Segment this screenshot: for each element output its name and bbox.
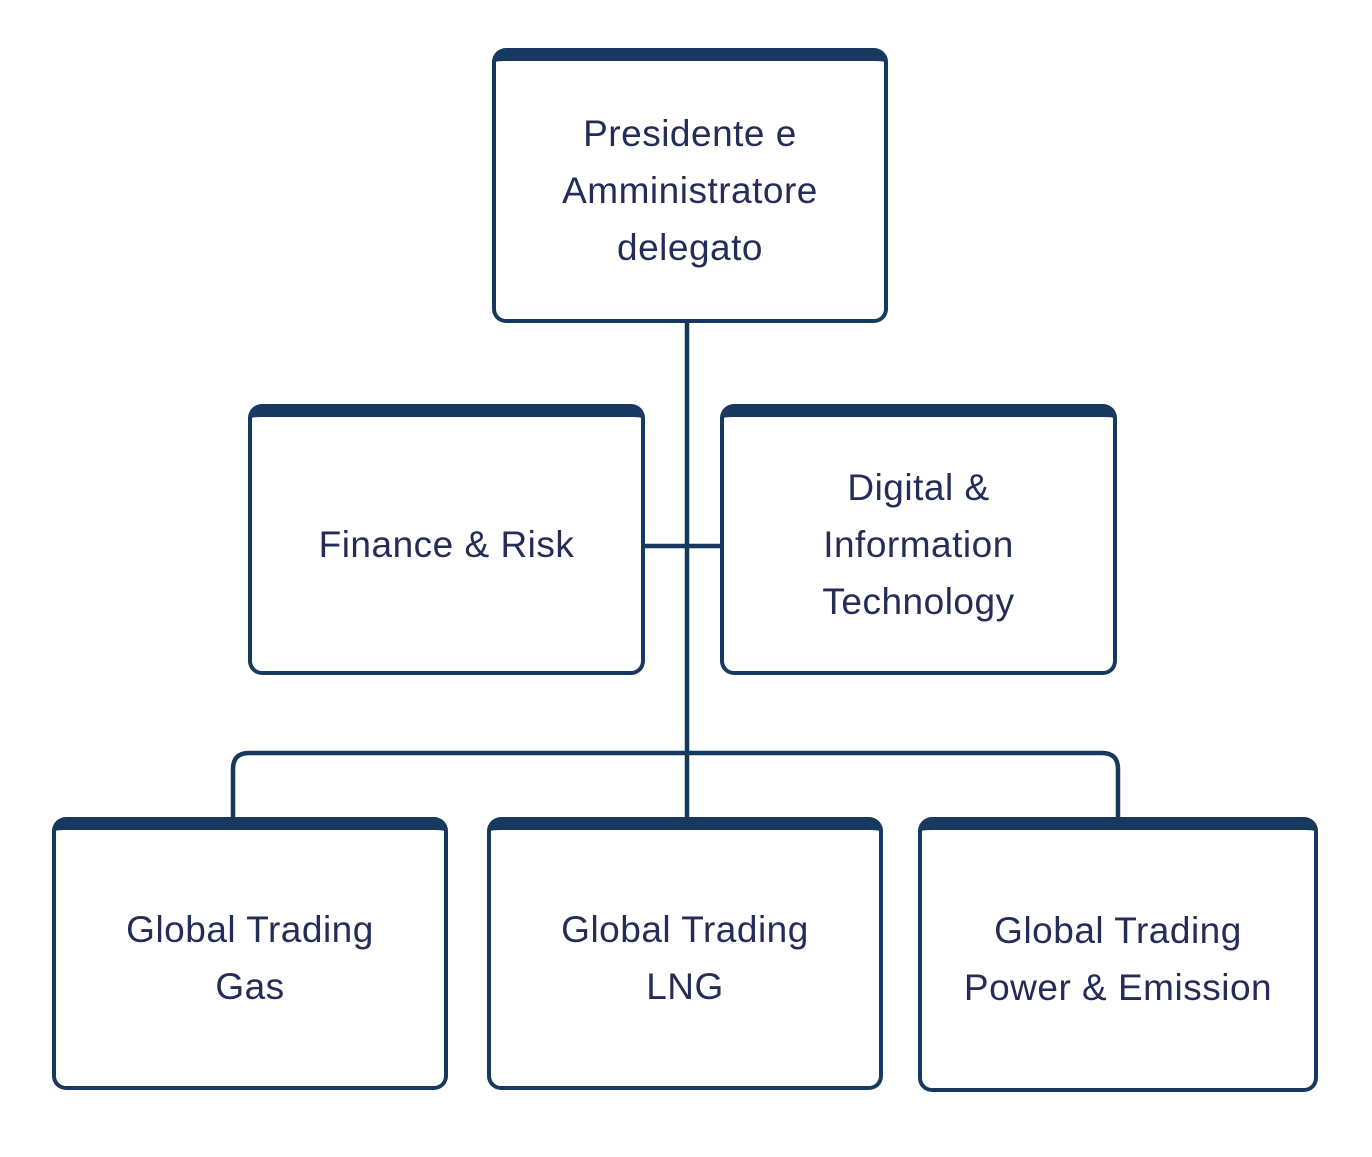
node-label: Global Trading Gas (126, 909, 374, 1007)
node-global-trading-lng: Global Trading LNG (487, 817, 883, 1090)
node-global-trading-gas: Global Trading Gas (52, 817, 448, 1090)
node-presidente-amministratore-delegato: Presidente e Amministratore delegato (492, 48, 888, 323)
node-finance-risk: Finance & Risk (248, 404, 645, 675)
node-label: Presidente e Amministratore delegato (562, 112, 818, 268)
node-label: Finance & Risk (318, 523, 575, 565)
node-label: Digital & Information Technology (822, 466, 1015, 622)
connector-children-bracket (230, 750, 1121, 818)
node-label: Global Trading LNG (561, 909, 809, 1007)
node-global-trading-power-emission: Global Trading Power & Emission (918, 817, 1318, 1092)
node-label: Global Trading Power & Emission (963, 910, 1273, 1008)
node-digital-information-technology: Digital & Information Technology (720, 404, 1117, 675)
